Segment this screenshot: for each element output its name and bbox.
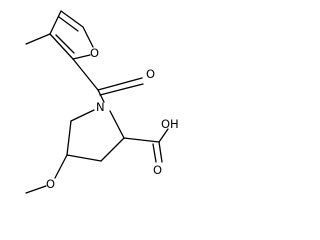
- bond-carbonyl-o-double: [99, 83, 144, 96]
- atom-label-hydroxyl: OH: [161, 117, 179, 131]
- atom-label-methoxy-oxygen: O: [46, 177, 55, 191]
- bond-furan-c2-o: [72, 54, 91, 60]
- bond-c3-c4: [66, 154, 102, 162]
- structure-diagram: O O N OH O O: [25, 10, 179, 194]
- bond-n-c2: [109, 110, 125, 139]
- atom-label-carbonyl-oxygen: O: [146, 67, 155, 81]
- bond-methoxy-o-ch3: [25, 185, 47, 194]
- bond-carbonyl-o: [97, 77, 143, 91]
- bond-furan-c3-c2: [49, 33, 74, 60]
- bond-c4-c5: [66, 120, 72, 156]
- furan-ring: [49, 10, 94, 60]
- bond-c4-methoxy-o: [54, 154, 68, 179]
- bond-furan-c5-c4: [60, 10, 84, 28]
- bond-carbonyl-n: [97, 89, 105, 103]
- bond-furan-c3-c2-double: [55, 34, 75, 54]
- bond-furan-c4-c3: [49, 10, 62, 35]
- bond-acid-oh: [158, 128, 169, 143]
- bond-acid-co: [158, 141, 163, 163]
- bond-c2-acid-carbon: [123, 137, 160, 143]
- atom-label-furan-oxygen: O: [90, 46, 99, 60]
- bond-acid-co-double: [152, 143, 157, 163]
- bond-c2-carbonyl: [72, 58, 99, 91]
- bond-furan-o-c5: [82, 26, 94, 48]
- pyrrolidine-ring: [66, 109, 125, 162]
- bond-c5-n: [70, 109, 95, 122]
- atom-label-acid-carbonyl-oxygen: O: [153, 163, 162, 177]
- bond-c2-c3: [100, 137, 125, 162]
- atom-label-ring-nitrogen: N: [96, 100, 105, 114]
- bond-methyl: [25, 33, 51, 45]
- bond-furan-c5-c4-double: [58, 16, 79, 32]
